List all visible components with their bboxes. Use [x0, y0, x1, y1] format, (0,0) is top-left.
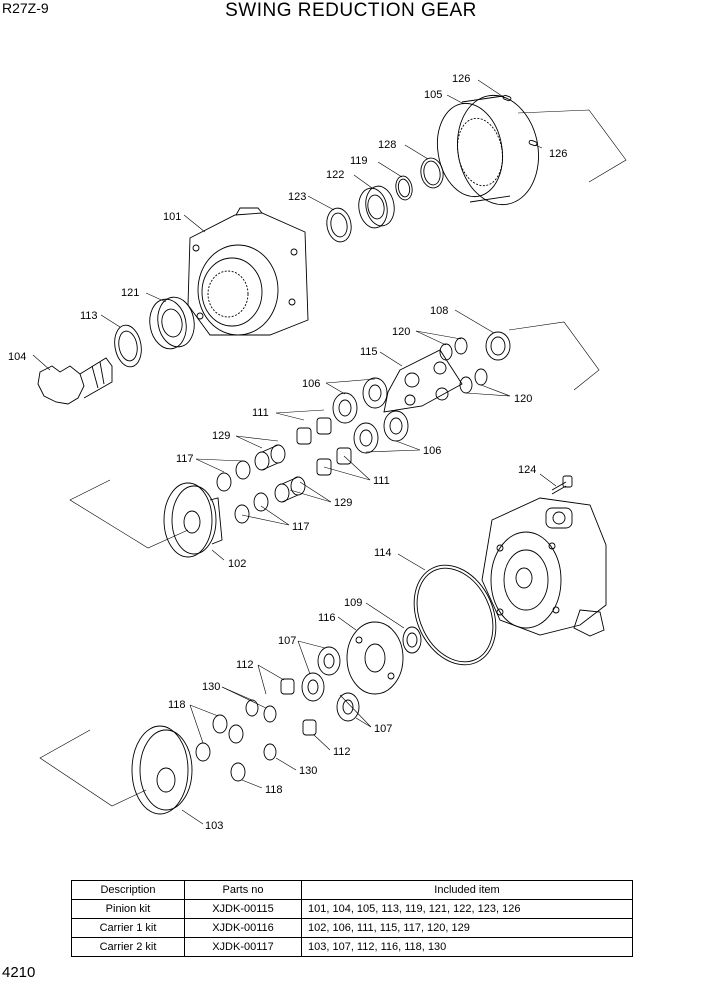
bolt-124 — [551, 475, 573, 495]
callout-116: 116 — [318, 612, 336, 624]
needle-bearing-111 — [296, 417, 352, 476]
column-header-parts-no: Parts no — [184, 880, 302, 900]
washer-118 — [195, 714, 246, 782]
callout-129: 129 — [212, 430, 230, 442]
table-row: Carrier 1 kit XJDK-00116 102, 106, 111, … — [71, 918, 633, 938]
callout-122: 122 — [326, 169, 344, 181]
sun-gear-109 — [402, 626, 422, 654]
callout-130: 130 — [202, 681, 220, 693]
callout-126: 126 — [549, 148, 567, 160]
oil-seal-123 — [326, 207, 352, 243]
callout-112: 112 — [236, 659, 254, 671]
table-row: Carrier 2 kit XJDK-00117 103, 107, 112, … — [71, 937, 633, 957]
washer-117 — [216, 460, 269, 524]
callout-120: 120 — [514, 393, 532, 405]
planet-gear-106 — [332, 377, 409, 454]
callout-123: 123 — [288, 191, 306, 203]
guide-lines — [39, 109, 627, 807]
callout-105: 105 — [424, 89, 442, 101]
leader-lines — [32, 79, 557, 825]
carrier-103 — [131, 725, 193, 815]
model-code: R27Z-9 — [2, 0, 49, 16]
swing-motor — [481, 497, 607, 637]
callout-121: 121 — [121, 287, 139, 299]
bearing-121 — [149, 296, 195, 350]
callout-111: 111 — [373, 475, 390, 487]
page-title: SWING REDUCTION GEAR — [225, 0, 477, 21]
kit-parts-no: XJDK-00115 — [184, 899, 302, 919]
needle-bearing-112 — [280, 678, 317, 736]
callout-130: 130 — [299, 765, 317, 777]
callout-106: 106 — [302, 378, 320, 390]
page-number: 4210 — [2, 964, 36, 981]
callout-106: 106 — [423, 445, 441, 457]
kit-parts-no: XJDK-00117 — [184, 937, 302, 957]
kit-description: Pinion kit — [71, 899, 185, 919]
ring-gear-105 — [436, 94, 539, 206]
callout-104: 104 — [8, 351, 26, 363]
callout-115: 115 — [360, 346, 378, 358]
collar-130 — [245, 699, 277, 761]
callout-124: 124 — [518, 464, 536, 476]
callout-112: 112 — [333, 746, 351, 758]
snap-ring-128 — [420, 157, 444, 189]
kit-included-items: 103, 107, 112, 116, 118, 130 — [301, 937, 633, 957]
callout-120: 120 — [392, 326, 410, 338]
bearing-122 — [358, 185, 395, 229]
callout-107: 107 — [278, 635, 296, 647]
seal-113 — [114, 324, 142, 368]
callout-117: 117 — [176, 453, 194, 465]
callout-128: 128 — [378, 139, 396, 151]
callout-117: 117 — [292, 521, 310, 533]
kit-included-items: 102, 106, 111, 115, 117, 120, 129 — [301, 918, 633, 938]
callout-114: 114 — [374, 547, 392, 559]
column-header-included-item: Included item — [301, 880, 633, 900]
housing-101 — [187, 207, 309, 336]
column-header-description: Description — [71, 880, 185, 900]
plate-115 — [383, 349, 463, 413]
kit-table-header: Description Parts no Included item — [71, 880, 633, 900]
callout-119: 119 — [350, 155, 368, 167]
callout-107: 107 — [374, 723, 392, 735]
kit-parts-no: XJDK-00116 — [184, 918, 302, 938]
o-ring-114 — [413, 564, 497, 666]
snap-ring-119 — [395, 175, 413, 201]
thrust-washer-120 — [439, 337, 488, 394]
exploded-parts-diagram: 126 105 126 128 119 122 123 101 121 113 … — [8, 73, 627, 832]
callout-126: 126 — [452, 73, 470, 85]
pinion-shaft-104 — [37, 357, 113, 405]
callout-109: 109 — [344, 597, 362, 609]
gear-108 — [485, 331, 511, 361]
callout-108: 108 — [430, 305, 448, 317]
kit-table: Description Parts no Included item Pinio… — [71, 880, 633, 957]
callout-111: 111 — [252, 407, 269, 419]
kit-included-items: 101, 104, 105, 113, 119, 121, 122, 123, … — [301, 899, 633, 919]
planet-gear-107 — [301, 646, 360, 722]
collar-129 — [254, 444, 306, 503]
callout-118: 118 — [168, 699, 186, 711]
callout-labels: 126 105 126 128 119 122 123 101 121 113 … — [8, 73, 567, 832]
callout-101: 101 — [163, 211, 181, 223]
kit-description: Carrier 1 kit — [71, 918, 185, 938]
callout-103: 103 — [205, 820, 223, 832]
pin-126 — [502, 94, 538, 147]
plate-116 — [346, 621, 404, 695]
callout-118: 118 — [265, 784, 283, 796]
table-row: Pinion kit XJDK-00115 101, 104, 105, 113… — [71, 899, 633, 919]
callout-129: 129 — [334, 497, 352, 509]
kit-description: Carrier 2 kit — [71, 937, 185, 957]
callout-113: 113 — [80, 310, 98, 322]
callout-102: 102 — [228, 558, 246, 570]
carrier-102 — [163, 482, 223, 558]
